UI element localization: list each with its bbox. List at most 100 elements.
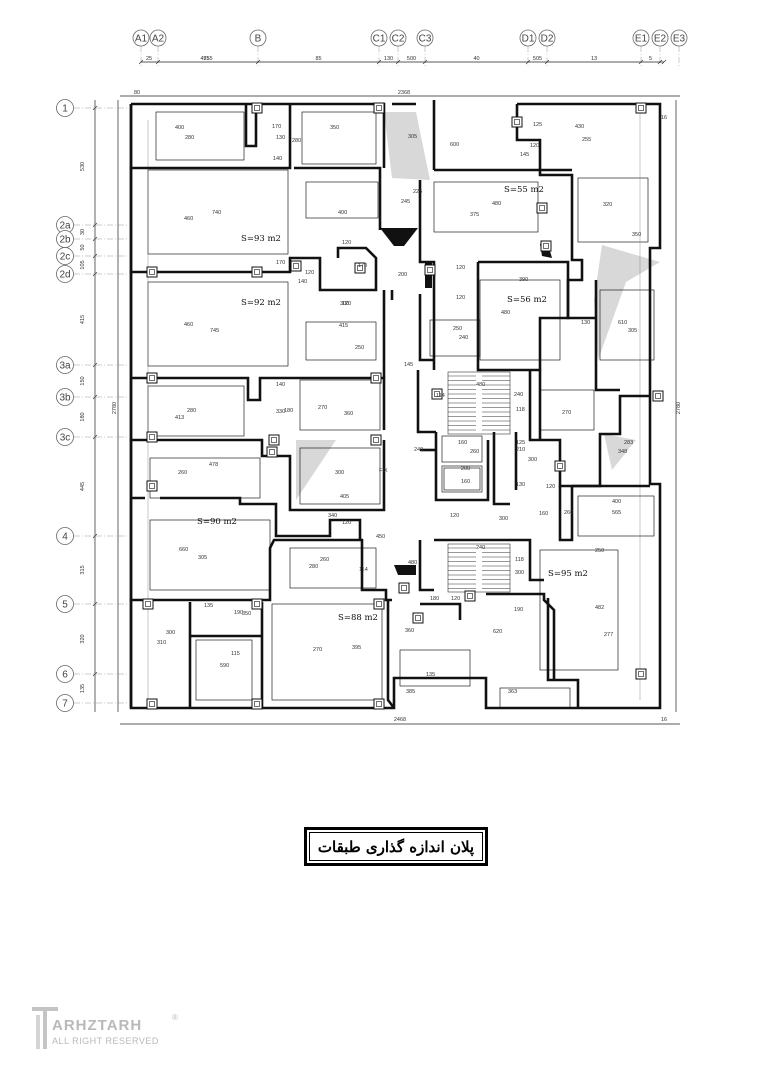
grid-label-col-C3: C3 — [419, 34, 432, 45]
structural-column-core — [293, 263, 299, 269]
area-label-92: S=92 m2 — [241, 298, 281, 308]
room-dim-101: 277 — [604, 632, 613, 638]
structural-column-core — [145, 601, 151, 607]
room-dim-31: 480 — [501, 310, 510, 316]
structural-column — [146, 266, 158, 278]
structural-column — [464, 590, 476, 602]
room-dim-56: 270 — [318, 405, 327, 411]
room-dim-86: 260 — [320, 557, 329, 563]
grid-bubble-col — [416, 29, 434, 47]
dim-tick — [92, 601, 98, 607]
grid-label-col-D1: D1 — [522, 34, 535, 45]
grid-label-col-C1: C1 — [373, 34, 386, 45]
room-dim-70: 260 — [178, 470, 187, 476]
dim-top-5: 40 — [473, 56, 479, 62]
structural-column-core — [376, 105, 382, 111]
room-dim-22: 350 — [632, 232, 641, 238]
dim-tick — [92, 236, 98, 242]
area-label-56: S=56 m2 — [507, 295, 547, 305]
dim-tick — [92, 533, 98, 539]
room-dim-60: 210 — [516, 447, 525, 453]
structural-column — [373, 698, 385, 710]
room-dim-16: 480 — [492, 201, 501, 207]
grid-label-row-7: 7 — [62, 699, 68, 710]
dim-right-offset: 16 — [661, 115, 667, 121]
structural-column-core — [467, 593, 473, 599]
dim-tick — [92, 222, 98, 228]
stair-flights — [447, 371, 511, 593]
grid-bubble-row — [56, 356, 74, 374]
room-dim-10: 430 — [575, 124, 584, 130]
grid-bubble-row — [56, 247, 74, 265]
room-dim-41: 130 — [581, 320, 590, 326]
room-dim-35: 250 — [453, 326, 462, 332]
room-dim-50: 140 — [276, 382, 285, 388]
room-dim-43: 305 — [628, 328, 637, 334]
room-dim-46: 480 — [476, 382, 485, 388]
structural-column-core — [543, 243, 549, 249]
structural-column-core — [638, 105, 644, 111]
room-dim-21: 320 — [603, 202, 612, 208]
grid-bubble-col — [670, 29, 688, 47]
room-dim-2: 170 — [272, 124, 281, 130]
room-dim-66: 120 — [546, 484, 555, 490]
grid-bubble-row — [56, 265, 74, 283]
grid-label-row-3a: 3a — [59, 361, 71, 372]
dim-top-offset: 80 — [134, 90, 140, 96]
dim-tick — [422, 59, 428, 65]
dim-tick — [255, 59, 261, 65]
room-dim-27: 140 — [298, 279, 307, 285]
structural-column-core — [401, 585, 407, 591]
room-dim-106: 270 — [313, 647, 322, 653]
room-dim-63: 200 — [461, 466, 470, 472]
structural-column-core — [638, 671, 644, 677]
structural-column-core — [149, 269, 155, 275]
grid-label-row-2a: 2a — [59, 221, 71, 232]
room-dim-59: 125 — [516, 440, 525, 446]
structural-column — [251, 102, 263, 114]
room-dim-69: 478 — [209, 462, 218, 468]
room-dim-77: 300 — [499, 516, 508, 522]
room-dim-74: 340 — [328, 513, 337, 519]
room-dim-73: FIX — [379, 468, 388, 474]
structural-column — [373, 102, 385, 114]
structural-column — [251, 266, 263, 278]
dim-right-total: 2780 — [676, 402, 682, 414]
room-dim-4: 350 — [330, 125, 339, 131]
room-dim-110: 385 — [406, 689, 415, 695]
room-dim-57: 240 — [414, 447, 423, 453]
room-dim-96: 135 — [204, 603, 213, 609]
grid-label-row-4: 4 — [62, 532, 68, 543]
structural-column-core — [376, 601, 382, 607]
structural-column-core — [514, 119, 520, 125]
room-dim-109: 135 — [426, 672, 435, 678]
room-dim-45: 114 — [436, 393, 445, 399]
logo-registered: ® — [172, 1013, 178, 1022]
room-dim-32: 120 — [456, 265, 465, 271]
structural-column — [146, 431, 158, 443]
room-dim-48: 240 — [514, 392, 523, 398]
room-dim-98: 350 — [242, 611, 251, 617]
grid-bubble-col — [632, 29, 650, 47]
structural-column-core — [254, 601, 260, 607]
room-dim-13: 120 — [530, 143, 539, 149]
structural-column — [146, 372, 158, 384]
structural-column — [431, 388, 443, 400]
room-dim-20: 460 — [184, 216, 193, 222]
room-dim-103: 310 — [157, 640, 166, 646]
room-dim-1: 280 — [185, 135, 194, 141]
dim-left-7: 445 — [80, 482, 86, 491]
dim-left-3: 105 — [80, 260, 86, 269]
grid-bubble-col — [651, 29, 669, 47]
room-dim-85: 305 — [198, 555, 207, 561]
structural-column-core — [357, 265, 363, 271]
room-dim-89: 480 — [408, 560, 417, 566]
structural-column-core — [149, 701, 155, 707]
room-dim-36: 240 — [459, 335, 468, 341]
room-dim-61: 260 — [470, 449, 479, 455]
area-label-95: S=95 m2 — [548, 569, 588, 579]
structural-column — [268, 434, 280, 446]
grid-label-col-D2: D2 — [541, 34, 554, 45]
grid-bubble-col — [519, 29, 537, 47]
